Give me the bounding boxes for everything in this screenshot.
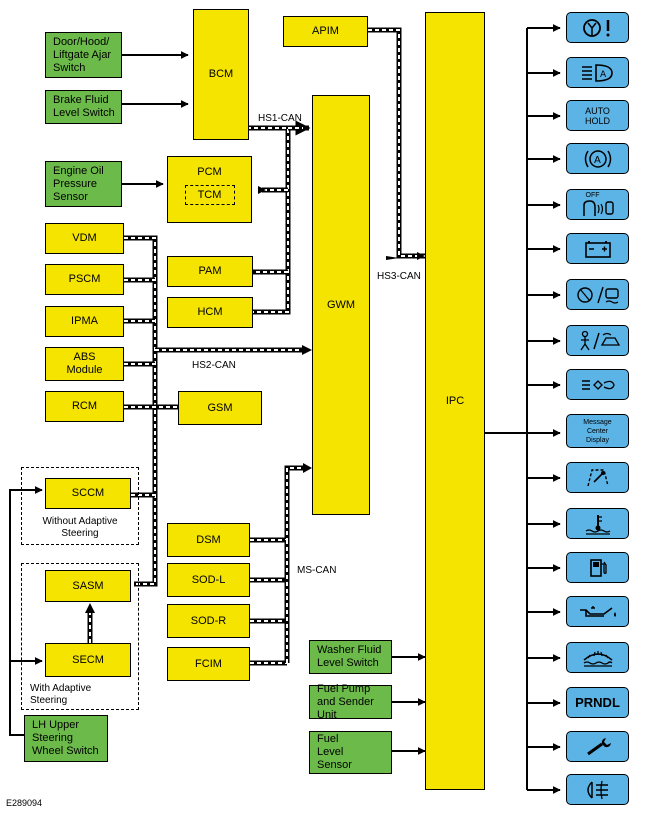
gwm-module[interactable]: GWM	[312, 95, 370, 515]
apim-module[interactable]: APIM	[283, 16, 368, 47]
pscm-module[interactable]: PSCM	[45, 264, 124, 295]
prndl-icon: PRNDL	[566, 687, 629, 718]
gsm-label: GSM	[207, 401, 233, 414]
bcm-label: BCM	[208, 68, 234, 80]
auto-hold-icon: AUTO HOLD	[566, 100, 629, 131]
secm-module[interactable]: SECM	[45, 643, 131, 677]
signal-wires	[9, 51, 426, 755]
wrench-icon	[566, 731, 629, 762]
without-adaptive-group	[21, 467, 139, 545]
pcm-module[interactable]: PCM TCM	[167, 156, 252, 223]
ipma-module[interactable]: IPMA	[45, 306, 124, 337]
hs1-can-label: HS1-CAN	[258, 113, 302, 124]
ms-can-label: MS-CAN	[297, 565, 337, 576]
ipc-label: IPC	[445, 394, 465, 407]
hs1-can-bus	[226, 120, 311, 315]
message-center-display-icon: Message Center Display	[566, 414, 629, 448]
door-hood-liftgate-switch[interactable]: Door/Hood/ Liftgate Ajar Switch	[45, 32, 122, 78]
with-adaptive-caption: With Adaptive Steering	[30, 683, 92, 706]
secm-label: SECM	[72, 653, 104, 666]
fuel-level-label: Fuel Level Sensor	[317, 733, 352, 771]
wiper-icon	[566, 462, 629, 493]
auto-hold-text: AUTO HOLD	[584, 105, 610, 126]
sod-r-label: SOD-R	[190, 614, 227, 627]
hs3-can-label: HS3-CAN	[377, 271, 421, 282]
washer-fluid-label: Washer Fluid Level Switch	[317, 644, 382, 669]
engine-oil-label: Engine Oil Pressure Sensor	[53, 164, 104, 203]
svg-text:A: A	[600, 70, 607, 80]
battery-icon	[566, 233, 629, 264]
lane-traction-icon	[566, 279, 629, 310]
headlamp-auto-icon: A	[566, 57, 629, 88]
without-adaptive-caption: Without Adaptive Steering	[42, 516, 118, 539]
pedestrian-collision-icon	[566, 325, 629, 356]
fuel-level-sensor[interactable]: Fuel Level Sensor	[309, 731, 392, 774]
dsm-module[interactable]: DSM	[167, 523, 250, 557]
prndl-text: PRNDL	[575, 694, 620, 710]
hcm-label: HCM	[197, 306, 223, 318]
abs-module[interactable]: ABS Module	[45, 347, 124, 381]
sod-l-label: SOD-L	[191, 573, 226, 586]
bcm-module[interactable]: BCM	[193, 9, 249, 140]
figure-id: E289094	[6, 798, 43, 808]
sasm-module[interactable]: SASM	[45, 570, 131, 602]
off-text: OFF	[585, 192, 600, 199]
sod-r-module[interactable]: SOD-R	[167, 604, 250, 638]
washer-icon	[566, 642, 629, 673]
door-switch-label: Door/Hood/ Liftgate Ajar Switch	[53, 35, 112, 74]
lh-upper-steering-switch[interactable]: LH Upper Steering Wheel Switch	[24, 715, 108, 762]
hs2-can-bus	[124, 235, 312, 587]
vdm-label: VDM	[72, 232, 97, 244]
fuel-pump-sender[interactable]: Fuel Pump and Sender Unit	[309, 682, 392, 721]
fcim-module[interactable]: FCIM	[167, 647, 250, 681]
apim-label: APIM	[312, 25, 339, 37]
tcm-label: TCM	[197, 188, 222, 201]
rcm-label: RCM	[71, 400, 98, 412]
svg-text:A: A	[594, 155, 601, 166]
lh-upper-label: LH Upper Steering Wheel Switch	[32, 719, 99, 757]
hs2-can-label: HS2-CAN	[192, 360, 236, 371]
coolant-temp-icon	[566, 508, 629, 539]
gsm-module[interactable]: GSM	[178, 391, 262, 425]
brake-hold-icon: A	[566, 143, 629, 174]
steering-warning-icon	[566, 12, 629, 43]
engine-oil-sensor[interactable]: Engine Oil Pressure Sensor	[45, 161, 122, 207]
hcm-module[interactable]: HCM	[167, 297, 253, 328]
rcm-module[interactable]: RCM	[45, 391, 124, 422]
ms-can-bus	[250, 463, 312, 666]
fuel-icon	[566, 552, 629, 583]
sccm-label: SCCM	[71, 487, 105, 499]
sod-l-module[interactable]: SOD-L	[167, 563, 250, 597]
low-beam-icon	[566, 369, 629, 400]
pcm-label: PCM	[197, 166, 222, 178]
washer-fluid-switch[interactable]: Washer Fluid Level Switch	[309, 640, 392, 674]
ipma-label: IPMA	[71, 315, 98, 327]
fog-lamp-icon	[566, 774, 629, 805]
ipc-indicator-wires	[485, 24, 561, 794]
brake-fluid-label: Brake Fluid Level Switch	[53, 94, 115, 119]
message-center-text: Message Center Display	[583, 418, 612, 444]
hs3-can-bus	[368, 27, 425, 260]
dsm-label: DSM	[196, 533, 221, 546]
pam-module[interactable]: PAM	[167, 256, 253, 287]
ipc-module[interactable]: IPC	[425, 12, 485, 790]
sasm-label: SASM	[72, 579, 104, 592]
tcm-submodule[interactable]: TCM	[184, 185, 235, 205]
oil-pressure-icon	[566, 596, 629, 627]
seatbelt-off-icon: OFF	[566, 189, 629, 220]
fcim-label: FCIM	[195, 657, 222, 670]
gwm-label: GWM	[326, 298, 356, 311]
fuel-pump-label: Fuel Pump and Sender Unit	[317, 682, 374, 721]
brake-fluid-switch[interactable]: Brake Fluid Level Switch	[45, 90, 122, 124]
pam-label: PAM	[198, 265, 222, 277]
sccm-module[interactable]: SCCM	[45, 478, 131, 509]
abs-label: ABS Module	[66, 351, 103, 376]
with-adaptive-group	[21, 563, 139, 710]
vdm-module[interactable]: VDM	[45, 223, 124, 254]
pscm-label: PSCM	[68, 273, 101, 285]
